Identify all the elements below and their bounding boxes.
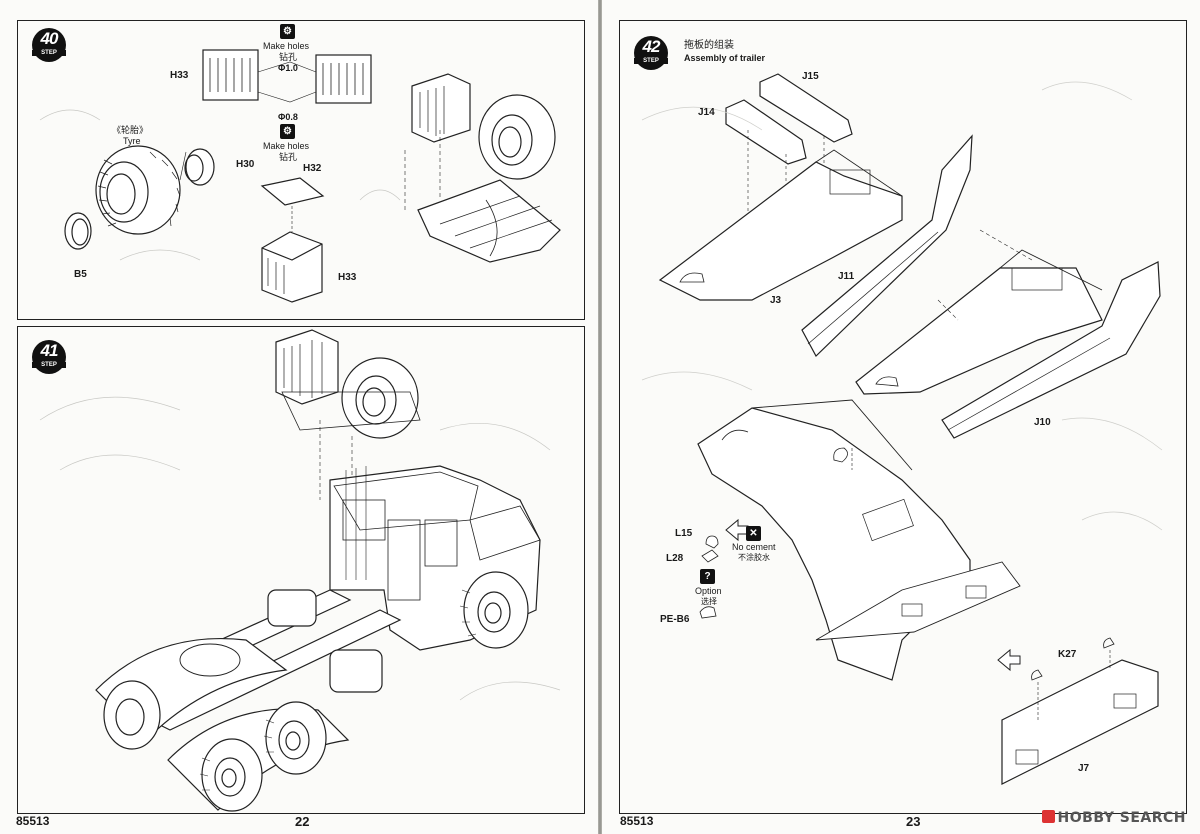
no-cement-cn-label: 不涂胶水 [738, 553, 770, 562]
step-42-title-en: Assembly of trailer [684, 53, 766, 63]
part-label-k27: K27 [1058, 649, 1077, 660]
part-label-h30: H30 [236, 159, 255, 170]
step-40-word: STEP [32, 50, 66, 56]
part-label-l15: L15 [675, 528, 693, 539]
option-label: Option [695, 586, 722, 596]
make-holes-label-1: Make holes [263, 41, 310, 51]
step-41-number: 41 [40, 341, 59, 360]
part-label-pe-b6: PE-B6 [660, 614, 690, 625]
part-label-j3: J3 [770, 295, 782, 306]
diameter-label-2: Φ0.8 [278, 112, 298, 122]
no-cement-icon: ✕ [746, 526, 761, 541]
option-cn-label: 选择 [701, 597, 717, 606]
direction-arrow-icon [997, 648, 1021, 672]
right-page: 42 STEP 拖板的组装 Assembly of trailer J15 J1… [602, 0, 1200, 834]
step-42-line-art [641, 73, 1163, 785]
watermark: HOBBY SEARCH [1041, 810, 1186, 826]
page-number: 22 [295, 814, 310, 829]
part-label-j15: J15 [802, 71, 819, 82]
drill-icon: ⚙ [280, 24, 295, 39]
direction-arrow-icon [725, 518, 749, 542]
step-42-badge: 42 STEP [634, 36, 668, 70]
product-code: 85513 [620, 814, 654, 828]
step-42-panel [619, 20, 1187, 814]
part-label-b5: B5 [74, 269, 87, 280]
part-label-j14: J14 [698, 107, 715, 118]
step-42-number: 42 [642, 37, 661, 56]
no-cement-label: No cement [732, 542, 776, 552]
step-41-panel [17, 326, 585, 814]
left-page: 40 STEP ⚙ Make holes 钻孔 Φ1.0 Φ0.8 ⚙ Make… [0, 0, 598, 834]
step-42-word: STEP [634, 58, 668, 64]
watermark-text: HOBBY SEARCH [1057, 810, 1186, 826]
step-40-number: 40 [40, 29, 59, 48]
book-spine [597, 0, 603, 834]
step-42-title-cn: 拖板的组装 [684, 40, 734, 51]
step-40-badge: 40 STEP [32, 28, 66, 62]
part-label-h33: H33 [170, 70, 189, 81]
drill-cn-label-2: 钻孔 [279, 152, 298, 162]
tyre-en-label: Tyre [123, 136, 141, 146]
make-holes-label-2: Make holes [263, 141, 310, 151]
part-label-h32: H32 [303, 163, 322, 174]
option-icon: ? [700, 569, 715, 584]
part-label-j10: J10 [1034, 417, 1051, 428]
drill-cn-label-1: 钻孔 [279, 52, 298, 62]
drill-icon: ⚙ [280, 124, 295, 139]
part-label-h33-lower: H33 [338, 272, 357, 283]
product-code: 85513 [16, 814, 50, 828]
part-label-l28: L28 [666, 553, 684, 564]
watermark-logo-icon [1041, 810, 1055, 823]
tyre-cn-label: 《轮胎》 [112, 125, 149, 135]
step-41-badge: 41 STEP [32, 340, 66, 374]
page-number: 23 [906, 814, 921, 829]
step-40-41-line-art [39, 49, 561, 812]
step-41-word: STEP [32, 362, 66, 368]
step-40-panel [17, 20, 585, 320]
part-label-j11: J11 [838, 271, 855, 282]
part-label-j7: J7 [1078, 763, 1090, 774]
diameter-label-1: Φ1.0 [278, 63, 298, 73]
